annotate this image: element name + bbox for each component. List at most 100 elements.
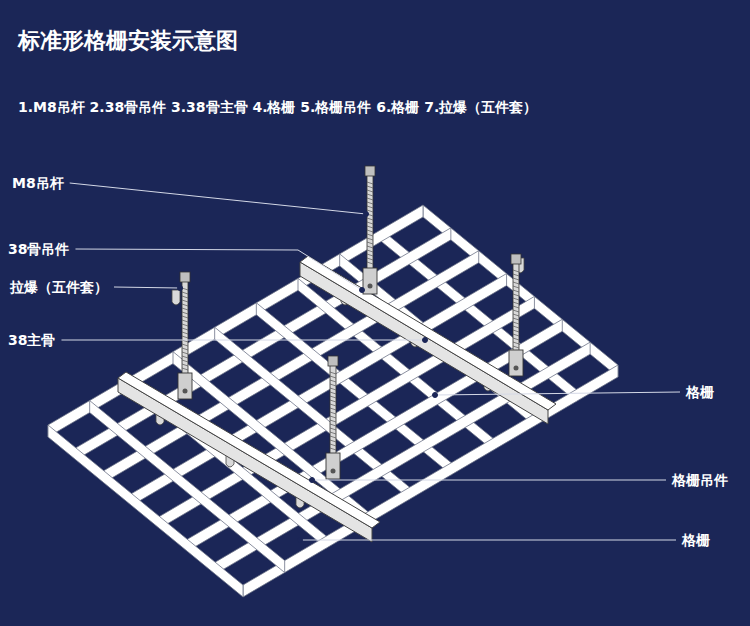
part-label: 格栅吊件 — [670, 471, 730, 489]
thread — [182, 308, 188, 310]
m8-rod — [326, 356, 340, 479]
grid-clip — [172, 290, 180, 305]
thread — [513, 346, 519, 348]
thread — [182, 328, 188, 330]
diagram-title: 标准形格栅安装示意图 — [18, 26, 238, 56]
part-label: 38骨吊件 — [6, 240, 71, 258]
leader-line — [300, 540, 676, 541]
thread — [513, 270, 519, 272]
thread — [182, 320, 188, 322]
thread — [330, 384, 336, 386]
leader-line — [75, 249, 362, 290]
thread — [330, 412, 336, 414]
leader-dot — [364, 212, 369, 217]
hanger-bolt — [331, 469, 336, 474]
thread — [182, 348, 188, 350]
thread — [330, 420, 336, 422]
channel-hanger — [178, 373, 192, 399]
thread — [513, 322, 519, 324]
thread — [513, 314, 519, 316]
channel-top — [300, 256, 556, 410]
m8-rod — [363, 166, 377, 294]
grid-blade — [48, 425, 243, 597]
legend-line: 1.M8吊杆 2.38骨吊件 3.38骨主骨 4.格栅 5.格栅吊件 6.格栅 … — [18, 98, 537, 116]
channel-hanger — [509, 350, 523, 376]
thread — [367, 202, 373, 204]
thread — [330, 416, 336, 418]
leader-dot — [310, 478, 315, 483]
main-channels — [118, 256, 556, 542]
thread — [367, 250, 373, 252]
thread — [367, 222, 373, 224]
thread — [182, 352, 188, 354]
thread — [182, 344, 188, 346]
channel-hanger — [326, 453, 340, 479]
thread — [513, 310, 519, 312]
hanger-bolt — [183, 389, 188, 394]
thread — [367, 194, 373, 196]
thread — [182, 360, 188, 362]
part-label: 格栅 — [680, 531, 712, 549]
thread — [513, 302, 519, 304]
thread — [330, 388, 336, 390]
thread — [367, 246, 373, 248]
thread — [367, 258, 373, 260]
part-label: 38主骨 — [6, 331, 57, 349]
thread — [182, 332, 188, 334]
part-label: 拉爆（五件套） — [8, 278, 110, 296]
thread — [182, 356, 188, 358]
channel-side — [300, 262, 548, 424]
leader-line — [312, 480, 666, 481]
thread — [367, 254, 373, 256]
leader-dot — [433, 393, 438, 398]
thread — [182, 316, 188, 318]
thread — [367, 238, 373, 240]
thread — [513, 286, 519, 288]
thread — [513, 278, 519, 280]
channel-top — [118, 372, 380, 528]
grid-blades — [48, 205, 618, 597]
thread — [513, 290, 519, 292]
leader-dot — [178, 286, 183, 291]
thread — [330, 440, 336, 442]
thread — [182, 300, 188, 302]
thread — [330, 432, 336, 434]
thread — [330, 396, 336, 398]
hanger-bolt — [368, 284, 373, 289]
thread — [182, 292, 188, 294]
thread — [513, 318, 519, 320]
thread — [330, 444, 336, 446]
thread — [513, 338, 519, 340]
thread — [513, 330, 519, 332]
leader-dot — [423, 338, 428, 343]
thread — [367, 234, 373, 236]
thread — [182, 368, 188, 370]
thread — [367, 230, 373, 232]
thread — [513, 306, 519, 308]
thread — [367, 226, 373, 228]
thread — [513, 274, 519, 276]
thread — [330, 448, 336, 450]
leader-line — [114, 287, 180, 288]
leader-dot — [360, 288, 365, 293]
thread — [367, 198, 373, 200]
part-label: M8吊杆 — [10, 174, 66, 192]
thread — [513, 282, 519, 284]
thread — [330, 392, 336, 394]
thread — [513, 326, 519, 328]
thread — [513, 342, 519, 344]
thread — [330, 376, 336, 378]
m8-rod — [178, 272, 192, 399]
thread — [330, 424, 336, 426]
thread — [182, 324, 188, 326]
hanger-bolt — [514, 366, 519, 371]
thread — [182, 336, 188, 338]
thread — [330, 400, 336, 402]
thread — [367, 242, 373, 244]
m8-rod — [509, 254, 523, 376]
leader-dot — [298, 538, 303, 543]
thread — [367, 190, 373, 192]
thread — [367, 206, 373, 208]
thread — [182, 312, 188, 314]
